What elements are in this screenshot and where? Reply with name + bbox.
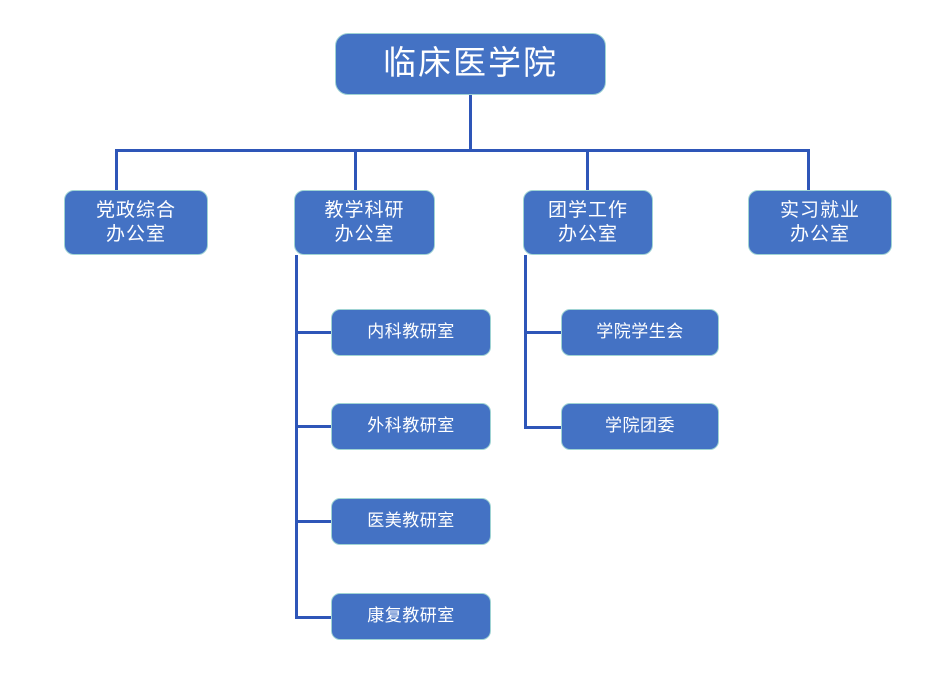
node-dept-medical-aesthetics[interactable]: 医美教研室: [331, 498, 491, 545]
connector-stub-internal-medicine: [295, 331, 332, 334]
connector-trunk-youth: [524, 255, 527, 429]
connector-drop-youth-student: [586, 149, 589, 191]
connector-stub-rehabilitation: [295, 616, 332, 619]
connector-level2-bus: [115, 149, 810, 152]
node-dept-internal-medicine[interactable]: 内科教研室: [331, 309, 491, 356]
connector-stub-league-committee: [524, 426, 563, 429]
node-dept-surgery[interactable]: 外科教研室: [331, 403, 491, 450]
connector-stub-surgery: [295, 425, 332, 428]
connector-trunk-teaching: [295, 255, 298, 619]
connector-stub-student-union: [524, 331, 563, 334]
node-office-youth-league-student[interactable]: 团学工作 办公室: [523, 190, 653, 255]
connector-drop-internship: [807, 149, 810, 191]
connector-stub-medical-aesthetics: [295, 520, 332, 523]
connector-drop-party-admin: [115, 149, 118, 191]
node-dept-rehabilitation[interactable]: 康复教研室: [331, 593, 491, 640]
node-office-party-admin[interactable]: 党政综合 办公室: [64, 190, 208, 255]
node-office-teaching-research[interactable]: 教学科研 办公室: [294, 190, 435, 255]
connector-drop-teaching-research: [354, 149, 357, 191]
node-root-clinical-medical-college[interactable]: 临床医学院: [335, 33, 606, 95]
node-youth-league-committee[interactable]: 学院团委: [561, 403, 719, 450]
node-student-union[interactable]: 学院学生会: [561, 309, 719, 356]
connector-root-stem: [469, 95, 472, 151]
node-office-internship-employment[interactable]: 实习就业 办公室: [748, 190, 892, 255]
